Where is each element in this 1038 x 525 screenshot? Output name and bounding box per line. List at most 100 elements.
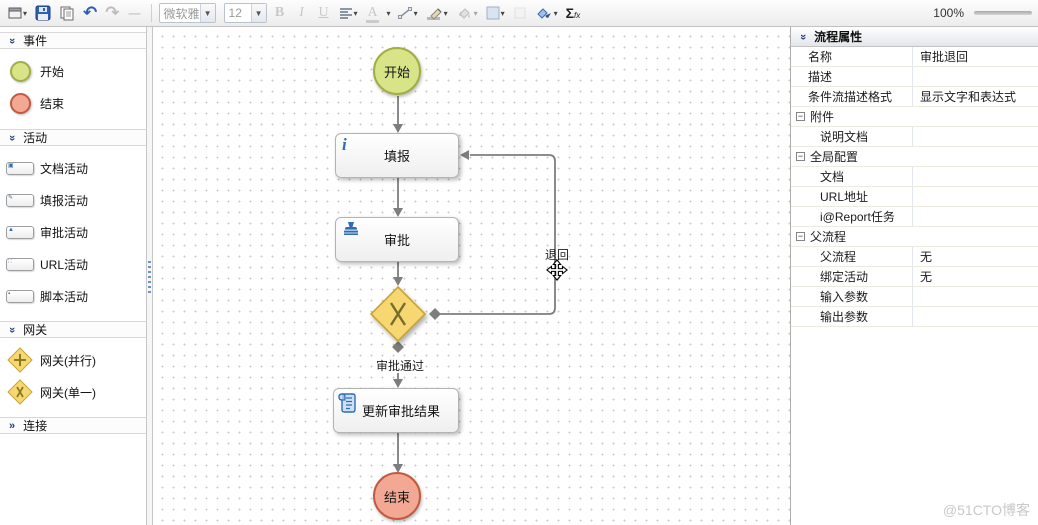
property-value[interactable]: [913, 67, 1038, 86]
font-family-value: 微软雅: [163, 6, 200, 21]
approve-task-label: 审批: [383, 233, 410, 248]
bold-button[interactable]: B: [274, 5, 285, 20]
exclusive-gateway-icon: [7, 379, 33, 405]
save-button[interactable]: [33, 2, 53, 24]
secondary-swatch-button[interactable]: [511, 2, 529, 24]
condition-diamond-marker: [429, 308, 441, 320]
property-value[interactable]: 显示文字和表达式: [920, 90, 1017, 104]
undo-button[interactable]: ↶: [83, 3, 98, 22]
property-row-bound-activity: 绑定活动 无: [791, 267, 1038, 287]
expand-chevron-icon: »: [9, 419, 16, 432]
collapse-chevron-icon: »: [6, 37, 19, 44]
palette-sidebar: » 事件 开始 结束 » 活动 ▣ 文档活动 ✎ 填报活动 ▲ 审批活动 ∷: [0, 27, 147, 525]
property-value[interactable]: 无: [920, 270, 933, 284]
end-node-label: 结束: [383, 489, 410, 505]
property-value[interactable]: [913, 287, 1038, 306]
palette-item-exclusive-gateway[interactable]: 网关(单一): [0, 376, 146, 408]
property-value[interactable]: [913, 207, 1038, 226]
sigma-icon: Σ: [565, 5, 575, 21]
chevron-down-icon: ▾: [353, 8, 358, 18]
palette-item-script-activity[interactable]: ▪ 脚本活动: [6, 289, 89, 304]
align-button[interactable]: ▾: [337, 2, 360, 24]
end-node[interactable]: 结束: [373, 472, 421, 520]
chevron-down-icon: ▾: [413, 8, 418, 18]
info-icon: i: [342, 135, 347, 154]
section-title: 事件: [23, 33, 48, 48]
collapse-minus-icon[interactable]: −: [796, 111, 805, 121]
palette-item-start[interactable]: 开始: [0, 55, 146, 87]
approve-task-node[interactable]: 审批: [335, 217, 459, 262]
toolbar: ▾ ↶ ↷ — 微软雅 ▼ 12 ▼ B I U ▾ A ▾: [0, 0, 1038, 27]
property-group-parent-flow: −父流程: [791, 227, 1038, 247]
property-value[interactable]: [913, 187, 1038, 206]
property-value[interactable]: [913, 167, 1038, 186]
property-row-condition-format: 条件流描述格式 显示文字和表达式: [791, 87, 1038, 107]
underline-button[interactable]: U: [318, 5, 329, 20]
property-value[interactable]: [913, 307, 1038, 326]
arrowhead-icon: [393, 208, 403, 217]
font-color-button[interactable]: A: [364, 2, 382, 24]
chevron-down-icon: ▾: [473, 8, 478, 18]
zoom-slider[interactable]: [974, 11, 1032, 15]
panel-menu-button[interactable]: ▾: [6, 2, 29, 24]
property-value[interactable]: 无: [920, 250, 933, 264]
collapse-chevron-icon: »: [6, 134, 19, 141]
chevron-down-icon[interactable]: ▼: [199, 4, 215, 22]
fill-bucket-button[interactable]: ▾: [454, 2, 480, 24]
save-icon: [35, 5, 51, 21]
font-size-select[interactable]: 12 ▼: [223, 3, 267, 23]
property-value[interactable]: [913, 127, 1038, 146]
line-style-button[interactable]: ▾: [395, 2, 420, 24]
move-cursor-icon: [546, 259, 568, 281]
property-group-global-config: −全局配置: [791, 147, 1038, 167]
palette-item-fill-activity[interactable]: ✎ 填报活动: [6, 193, 89, 208]
gateway-diamond-icon: [369, 285, 427, 343]
edge-label-return[interactable]: 退回: [544, 248, 569, 262]
chevron-down-icon[interactable]: ▼: [250, 4, 266, 22]
palette-item-parallel-gateway[interactable]: 网关(并行): [0, 344, 146, 376]
script-scroll-icon: [336, 392, 358, 417]
fill-task-node[interactable]: i 填报: [335, 133, 459, 178]
end-event-icon: [9, 92, 31, 114]
palette-item-url-activity[interactable]: ∷ URL活动: [6, 257, 89, 272]
section-header-gateways[interactable]: » 网关: [0, 321, 146, 338]
condition-diamond-marker: [392, 341, 404, 353]
collapse-minus-icon[interactable]: −: [796, 231, 805, 241]
border-pencil-button[interactable]: ▾: [424, 2, 450, 24]
update-result-task-node[interactable]: 更新审批结果: [333, 388, 459, 433]
start-node[interactable]: 开始: [373, 47, 421, 95]
splitter-grip-icon: [148, 261, 151, 295]
fill-color-button[interactable]: ▾: [484, 2, 507, 24]
arrowhead-icon: [393, 464, 403, 473]
update-task-label: 更新审批结果: [361, 404, 440, 419]
start-node-label: 开始: [383, 64, 410, 80]
edge-gateway-to-fill-return[interactable]: [440, 154, 556, 315]
exclusive-gateway-node[interactable]: [368, 284, 428, 344]
chevron-down-icon: ▾: [500, 8, 505, 18]
collapse-minus-icon[interactable]: −: [796, 151, 805, 161]
palette-item-approve-activity[interactable]: ▲ 审批活动: [6, 225, 89, 240]
toolbar-separator: [150, 4, 152, 22]
section-header-activities[interactable]: » 活动: [0, 129, 146, 146]
chevron-down-icon[interactable]: ▾: [386, 8, 391, 18]
italic-button[interactable]: I: [299, 5, 304, 20]
sidebar-splitter[interactable]: [147, 27, 153, 525]
dash-tool-button[interactable]: —: [128, 6, 141, 20]
copy-button[interactable]: [57, 2, 77, 24]
font-family-select[interactable]: 微软雅 ▼: [158, 3, 216, 23]
section-header-connections[interactable]: » 连接: [0, 417, 146, 434]
property-value[interactable]: 审批退回: [920, 50, 969, 64]
palette-item-end[interactable]: 结束: [0, 87, 146, 119]
edge-label-approved[interactable]: 审批通过: [375, 359, 424, 373]
palette-item-document-activity[interactable]: ▣ 文档活动: [6, 161, 89, 176]
property-group-attachment: −附件: [791, 107, 1038, 127]
redo-button[interactable]: ↷: [105, 3, 120, 22]
flow-canvas[interactable]: 开始 i 填报 审批 更新审批结果 结束 审批通过: [153, 27, 790, 525]
properties-header[interactable]: » 流程属性: [791, 27, 1038, 47]
format-paint-button[interactable]: ▾: [533, 2, 560, 24]
stamp-icon: [342, 221, 360, 239]
section-header-events[interactable]: » 事件: [0, 32, 146, 49]
chevron-down-icon: ▾: [23, 8, 28, 18]
